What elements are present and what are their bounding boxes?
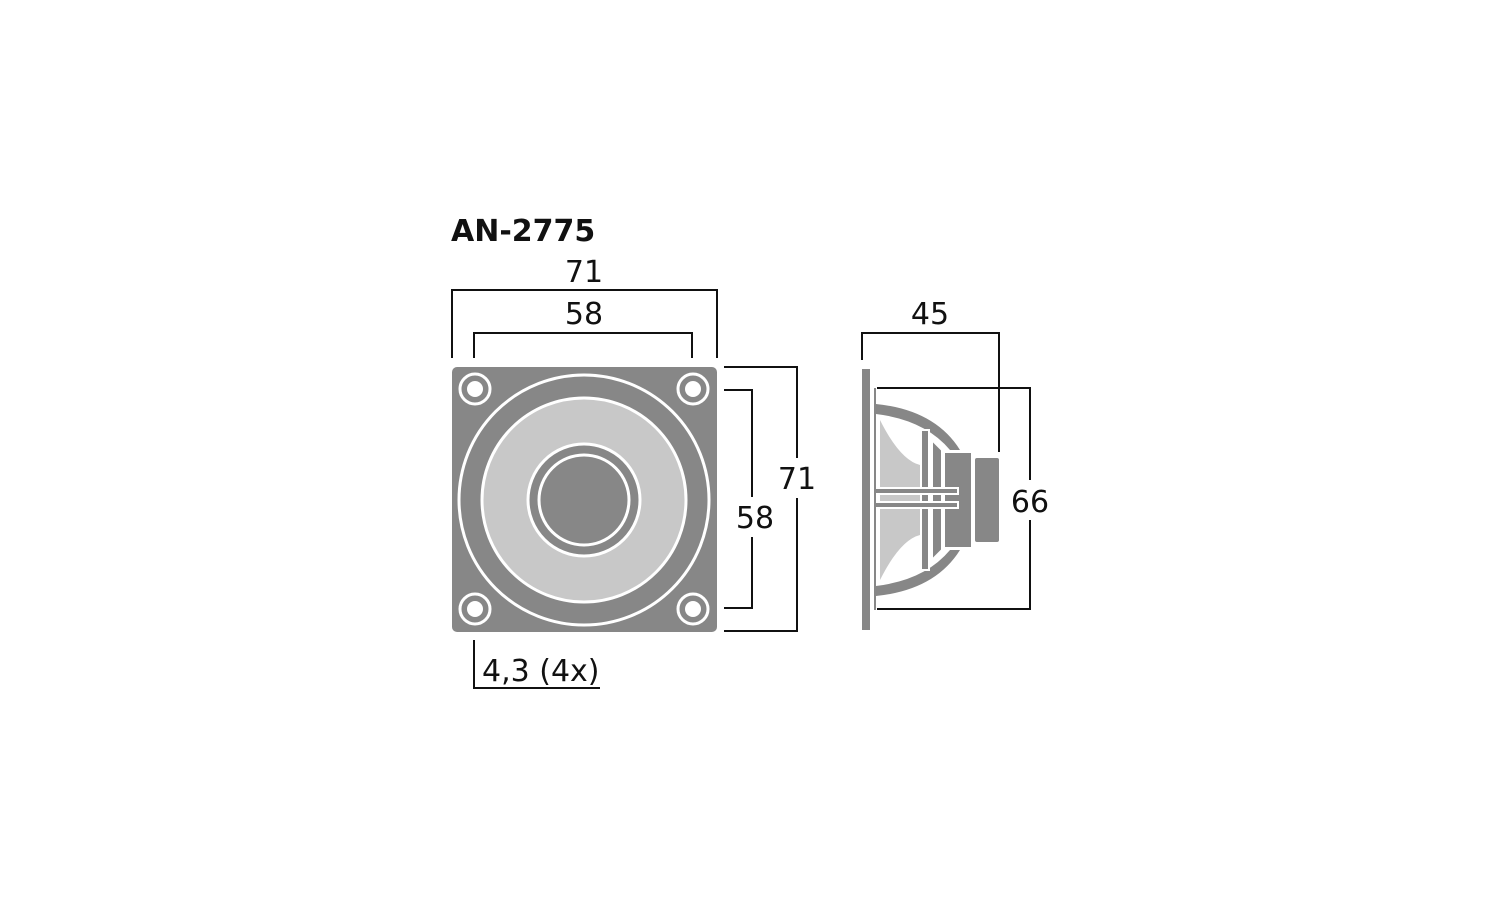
cone-profile <box>880 420 920 580</box>
label-width-holes: 58 <box>565 297 603 332</box>
surround-ring <box>457 373 711 627</box>
dim-height-holes <box>724 389 753 609</box>
flange <box>862 369 870 630</box>
dim-hole-leader <box>473 640 600 689</box>
front-view: 71 58 71 58 4,3 (4x) <box>451 255 816 689</box>
model-title: AN-2775 <box>451 214 595 249</box>
dim-height-outer <box>724 366 798 632</box>
dim-depth <box>861 332 1000 452</box>
dust-cap <box>537 453 631 547</box>
magnet-back <box>973 456 1001 544</box>
side-view: 45 66 <box>861 297 1049 630</box>
magnet <box>943 451 973 549</box>
label-height-outer: 71 <box>778 462 816 497</box>
mounting-holes <box>458 372 710 626</box>
label-depth: 45 <box>911 297 949 332</box>
dim-cone-diameter <box>877 387 1031 610</box>
label-width-outer: 71 <box>565 255 603 290</box>
label-height-holes: 58 <box>736 501 774 536</box>
dim-width-holes <box>473 332 693 358</box>
label-hole-diameter: 4,3 (4x) <box>482 654 600 689</box>
label-cone-diameter: 66 <box>1011 485 1049 520</box>
dim-width-outer <box>451 289 718 358</box>
